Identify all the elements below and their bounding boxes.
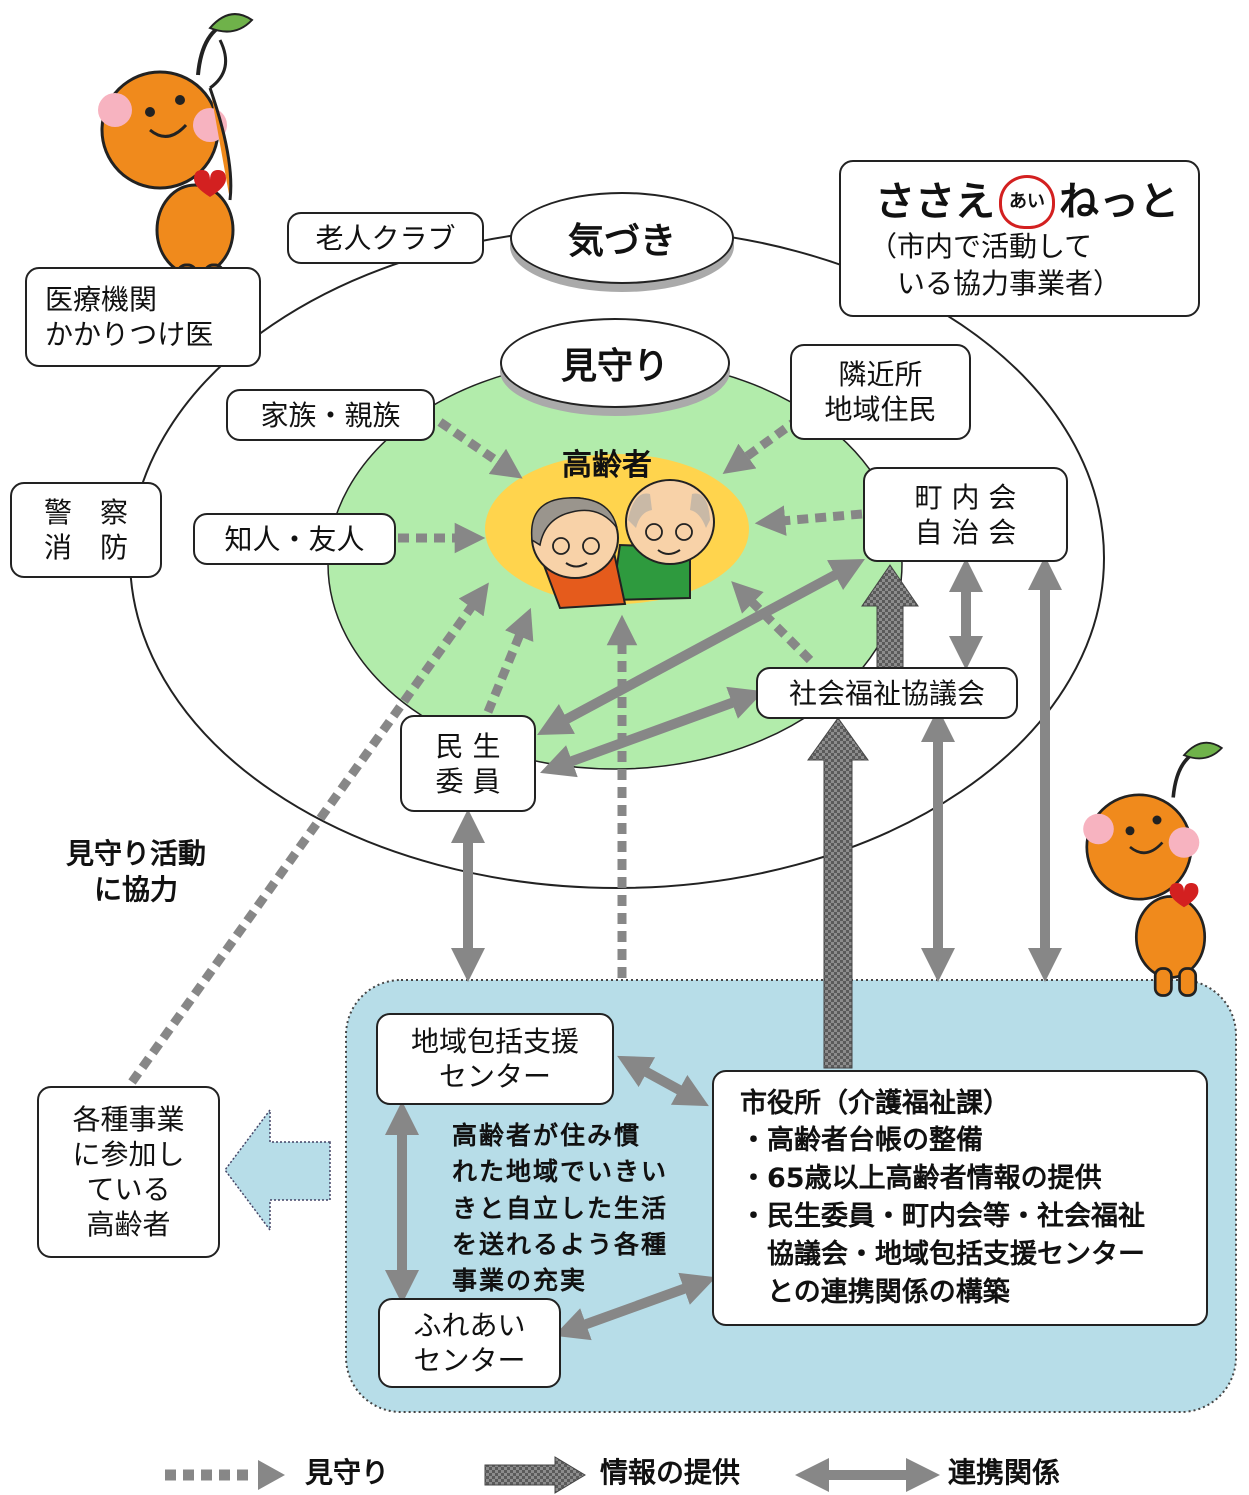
- orange-mascot-icon: [1083, 741, 1224, 997]
- info-arrow-to-shakyo: [807, 717, 869, 1069]
- logo-sasae: ささえ: [875, 179, 995, 226]
- participation-arrow: [224, 1107, 331, 1233]
- sasae-net-sub: （市内で活動して いる協力事業者）: [869, 230, 1122, 300]
- legend-dotted-arrow-icon: [165, 1460, 285, 1490]
- mimamori-oval: 見守り: [500, 318, 730, 408]
- legend-jouhou-label: 情報の提供: [600, 1456, 741, 1489]
- logo-ai: あい: [1009, 190, 1045, 212]
- sasae-net-logo: ささえ あい ねっと: [875, 175, 1179, 230]
- chijin-box: 知人・友人: [193, 513, 396, 565]
- kakushu-box: 各種事業 に参加し ている 高齢者: [37, 1086, 220, 1258]
- legend-checker-arrow-icon: [484, 1456, 586, 1494]
- info-arrow-to-chounaikai: [861, 564, 919, 669]
- elderly-couple-icon: [530, 479, 715, 610]
- fureai-box: ふれあい センター: [378, 1298, 561, 1388]
- center-description: 高齢者が住み慣 れた地域でいきい きと自立した生活 を送れるよう各種 事業の充実: [452, 1121, 669, 1295]
- mimamori-katsudou-label: 見守り活動 に協力: [66, 837, 207, 907]
- shakyo-box: 社会福祉協議会: [756, 667, 1018, 719]
- kinjo-box: 隣近所 地域住民: [790, 344, 971, 440]
- kazoku-box: 家族・親族: [226, 389, 435, 441]
- minsei-box: 民 生 委 員: [400, 715, 536, 812]
- koureisha-label: 高齢者: [562, 448, 652, 483]
- roujin-club-box: 老人クラブ: [287, 212, 484, 264]
- legend-mimamori-label: 見守り: [305, 1456, 390, 1489]
- legend-renkei-label: 連携関係: [948, 1456, 1061, 1489]
- iryou-box: 医療機関 かかりつけ医: [25, 267, 261, 367]
- chounaikai-box: 町 内 会 自 治 会: [863, 467, 1068, 562]
- logo-heart-icon: あい: [999, 175, 1055, 230]
- houkatsu-box: 地域包括支援 センター: [376, 1013, 614, 1105]
- sasae-net-box: ささえ あい ねっと （市内で活動して いる協力事業者）: [839, 160, 1200, 317]
- kizuki-oval: 気づき: [510, 192, 734, 284]
- shiyakusho-box: 市役所（介護福祉課） ・高齢者台帳の整備 ・65歳以上高齢者情報の提供 ・民生委…: [712, 1070, 1208, 1326]
- keisatsu-box: 警 察 消 防: [10, 482, 162, 578]
- orange-mascot-icon: [98, 13, 254, 297]
- logo-netto: ねっと: [1059, 179, 1179, 226]
